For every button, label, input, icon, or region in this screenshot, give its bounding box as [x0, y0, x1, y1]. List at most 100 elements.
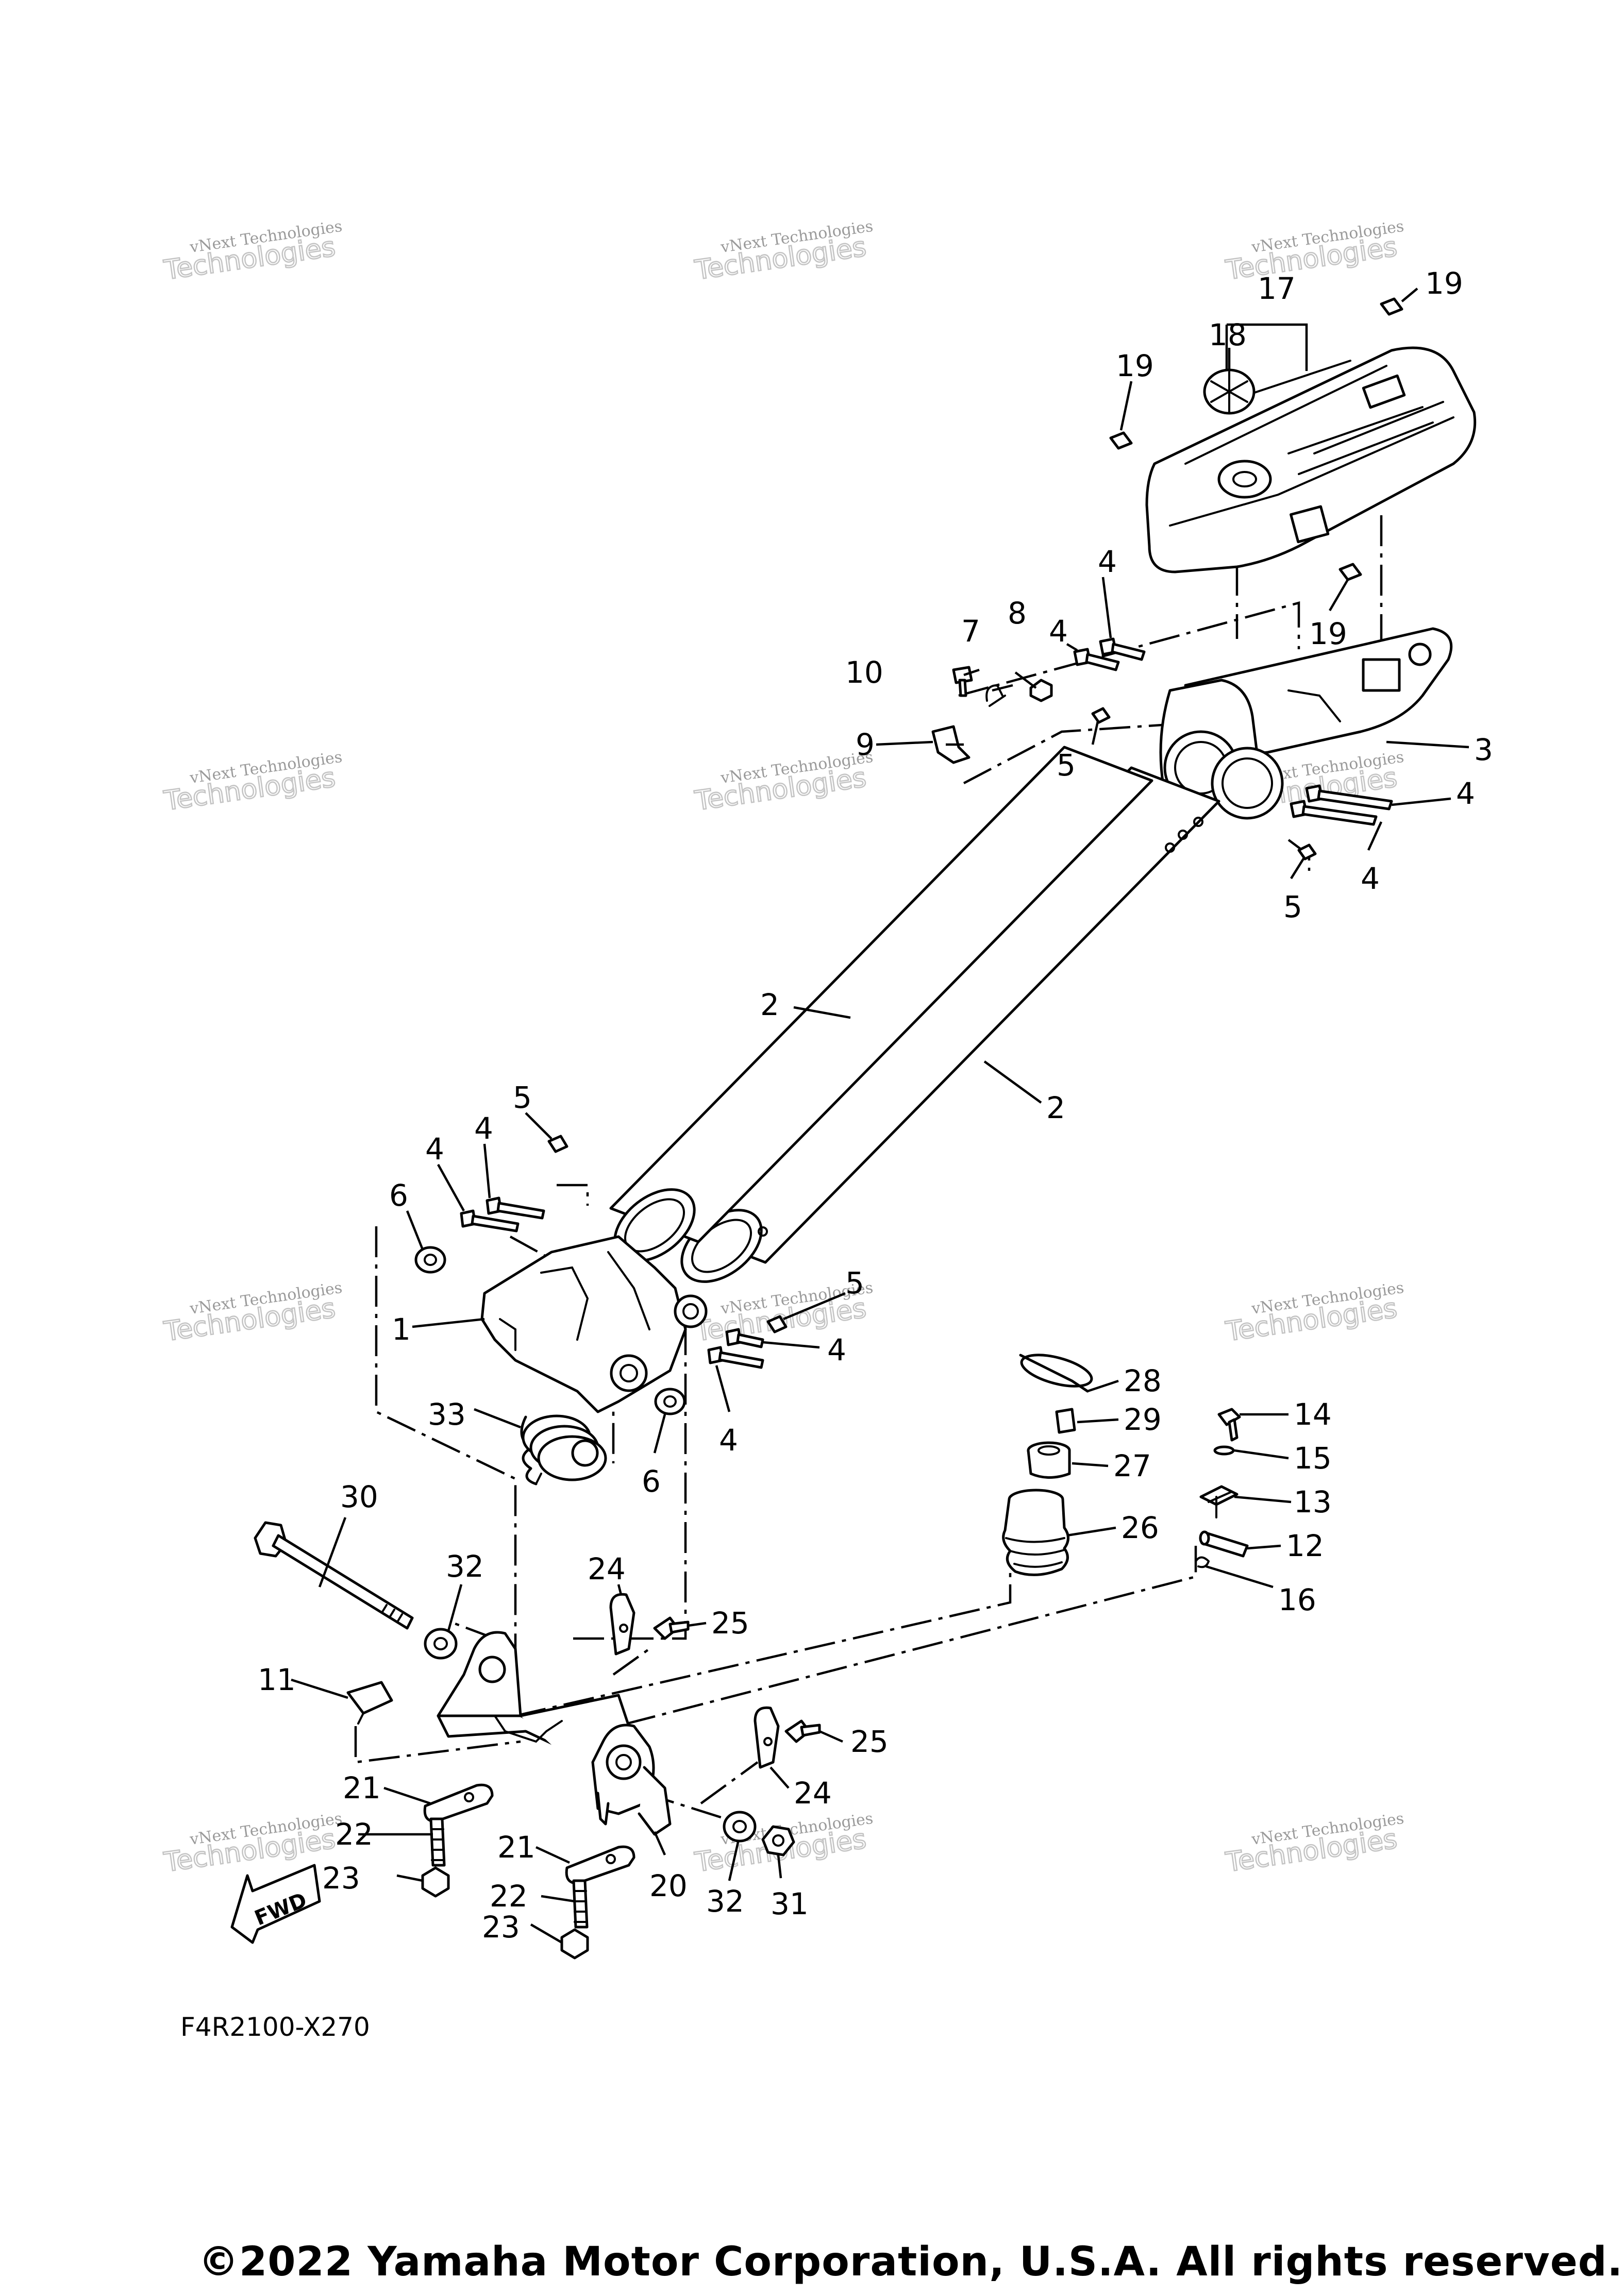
- sleeve: [1055, 1408, 1076, 1434]
- collar: [414, 1246, 446, 1274]
- callout-30: 30: [340, 1479, 378, 1514]
- callout-20: 20: [649, 1868, 688, 1903]
- callout-23: 23: [482, 1910, 520, 1945]
- callout-4: 4: [1361, 861, 1380, 896]
- bolt: [486, 1196, 545, 1220]
- callout-21: 21: [343, 1770, 381, 1805]
- handle-cover: [1145, 346, 1477, 573]
- callout-8: 8: [1008, 596, 1027, 631]
- upper-handle-bracket: [1159, 627, 1453, 820]
- bolt: [1099, 637, 1146, 661]
- callout-14: 14: [1294, 1397, 1332, 1432]
- stud: [572, 1879, 589, 1929]
- callout-23: 23: [322, 1861, 360, 1896]
- callout-22: 22: [335, 1817, 373, 1852]
- callout-6: 6: [642, 1464, 661, 1499]
- callout-31: 31: [771, 1886, 809, 1921]
- callout-2: 2: [760, 987, 779, 1022]
- washer: [1213, 1445, 1235, 1456]
- callout-4: 4: [827, 1332, 846, 1368]
- watermark: vNext Technologies Technologies: [1223, 1810, 1405, 1879]
- clamp: [754, 1706, 780, 1769]
- grommet: [1027, 1441, 1071, 1479]
- callout-12: 12: [1286, 1528, 1324, 1563]
- nut: [1029, 679, 1053, 702]
- nut: [421, 1866, 450, 1898]
- screw: [766, 1315, 788, 1333]
- callout-5: 5: [1057, 748, 1076, 783]
- steering-tubes: [609, 746, 1220, 1283]
- plate: [423, 1783, 494, 1823]
- callout-5: 5: [845, 1265, 864, 1301]
- callout-5: 5: [513, 1080, 532, 1115]
- screw: [547, 1135, 568, 1153]
- callout-17: 17: [1258, 271, 1296, 306]
- callout-6: 6: [389, 1178, 408, 1213]
- bolt: [1073, 648, 1120, 671]
- diagram-code: F4R2100-X270: [180, 2012, 370, 2042]
- spring: [520, 1414, 607, 1485]
- callout-1: 1: [392, 1312, 411, 1347]
- callout-4: 4: [474, 1111, 493, 1146]
- plate: [565, 1845, 635, 1885]
- cable-tie: [1019, 1354, 1093, 1393]
- screw: [1380, 297, 1403, 316]
- bolt: [1305, 784, 1393, 811]
- pin: [1199, 1530, 1249, 1558]
- column-base: [437, 1631, 672, 1836]
- callout-10: 10: [845, 655, 883, 690]
- clamp: [609, 1593, 635, 1656]
- leader-lines: [291, 288, 1469, 1944]
- callout-32: 32: [446, 1549, 484, 1584]
- callout-9: 9: [856, 727, 875, 762]
- bolt: [707, 1346, 764, 1369]
- callout-16: 16: [1278, 1582, 1316, 1617]
- watermark: vNext Technologies Technologies: [161, 1279, 343, 1348]
- stopper: [346, 1681, 393, 1725]
- callout-4: 4: [719, 1423, 738, 1458]
- clamp: [985, 684, 1006, 707]
- stud: [429, 1817, 446, 1867]
- cable-end: [1199, 1485, 1239, 1518]
- watermark: vNext Technologies Technologies: [161, 748, 343, 818]
- callouts: 17 18 19 19 19 4 4 8 7 10 9 5 3 4 4 5 2 …: [258, 266, 1493, 1945]
- callout-25: 25: [850, 1724, 889, 1759]
- screw: [1338, 563, 1362, 581]
- fwd-arrow-icon: FWD: [230, 1864, 321, 1944]
- callout-19: 19: [1116, 348, 1154, 383]
- callout-29: 29: [1124, 1402, 1162, 1437]
- watermark: vNext Technologies Technologies: [1223, 1279, 1405, 1348]
- callout-28: 28: [1124, 1363, 1162, 1398]
- bellows-boot: [1002, 1489, 1069, 1576]
- callout-21: 21: [497, 1830, 536, 1865]
- callout-11: 11: [258, 1662, 296, 1697]
- washer: [424, 1628, 458, 1660]
- bolt: [1290, 800, 1378, 826]
- callout-32: 32: [706, 1884, 744, 1919]
- watermark: vNext Technologies Technologies: [692, 217, 874, 287]
- callout-33: 33: [428, 1397, 466, 1432]
- callout-15: 15: [1294, 1441, 1332, 1476]
- exploded-parts-diagram: vNext Technologies Technologies vNext Te…: [161, 217, 1493, 1960]
- callout-26: 26: [1121, 1510, 1159, 1545]
- copyright-notice: ©2022 Yamaha Motor Corporation, U.S.A. A…: [198, 2239, 1623, 2285]
- clip: [1195, 1556, 1210, 1568]
- emblem: [1203, 368, 1256, 415]
- callout-5: 5: [1283, 889, 1302, 924]
- callout-24: 24: [794, 1776, 832, 1811]
- watermark: vNext Technologies Technologies: [1223, 217, 1405, 287]
- washer: [723, 1811, 757, 1843]
- callout-24: 24: [588, 1551, 626, 1586]
- callout-4: 4: [425, 1132, 444, 1167]
- callout-13: 13: [1294, 1484, 1332, 1520]
- watermark: vNext Technologies Technologies: [161, 217, 343, 287]
- screw: [1091, 707, 1111, 724]
- callout-18: 18: [1209, 317, 1247, 352]
- bolt: [725, 1328, 764, 1348]
- callout-4: 4: [1049, 614, 1068, 649]
- callout-27: 27: [1113, 1448, 1151, 1483]
- watermark: vNext Technologies Technologies: [692, 748, 874, 818]
- callout-19: 19: [1309, 616, 1347, 651]
- callout-4: 4: [1456, 776, 1475, 811]
- nut: [761, 1825, 795, 1856]
